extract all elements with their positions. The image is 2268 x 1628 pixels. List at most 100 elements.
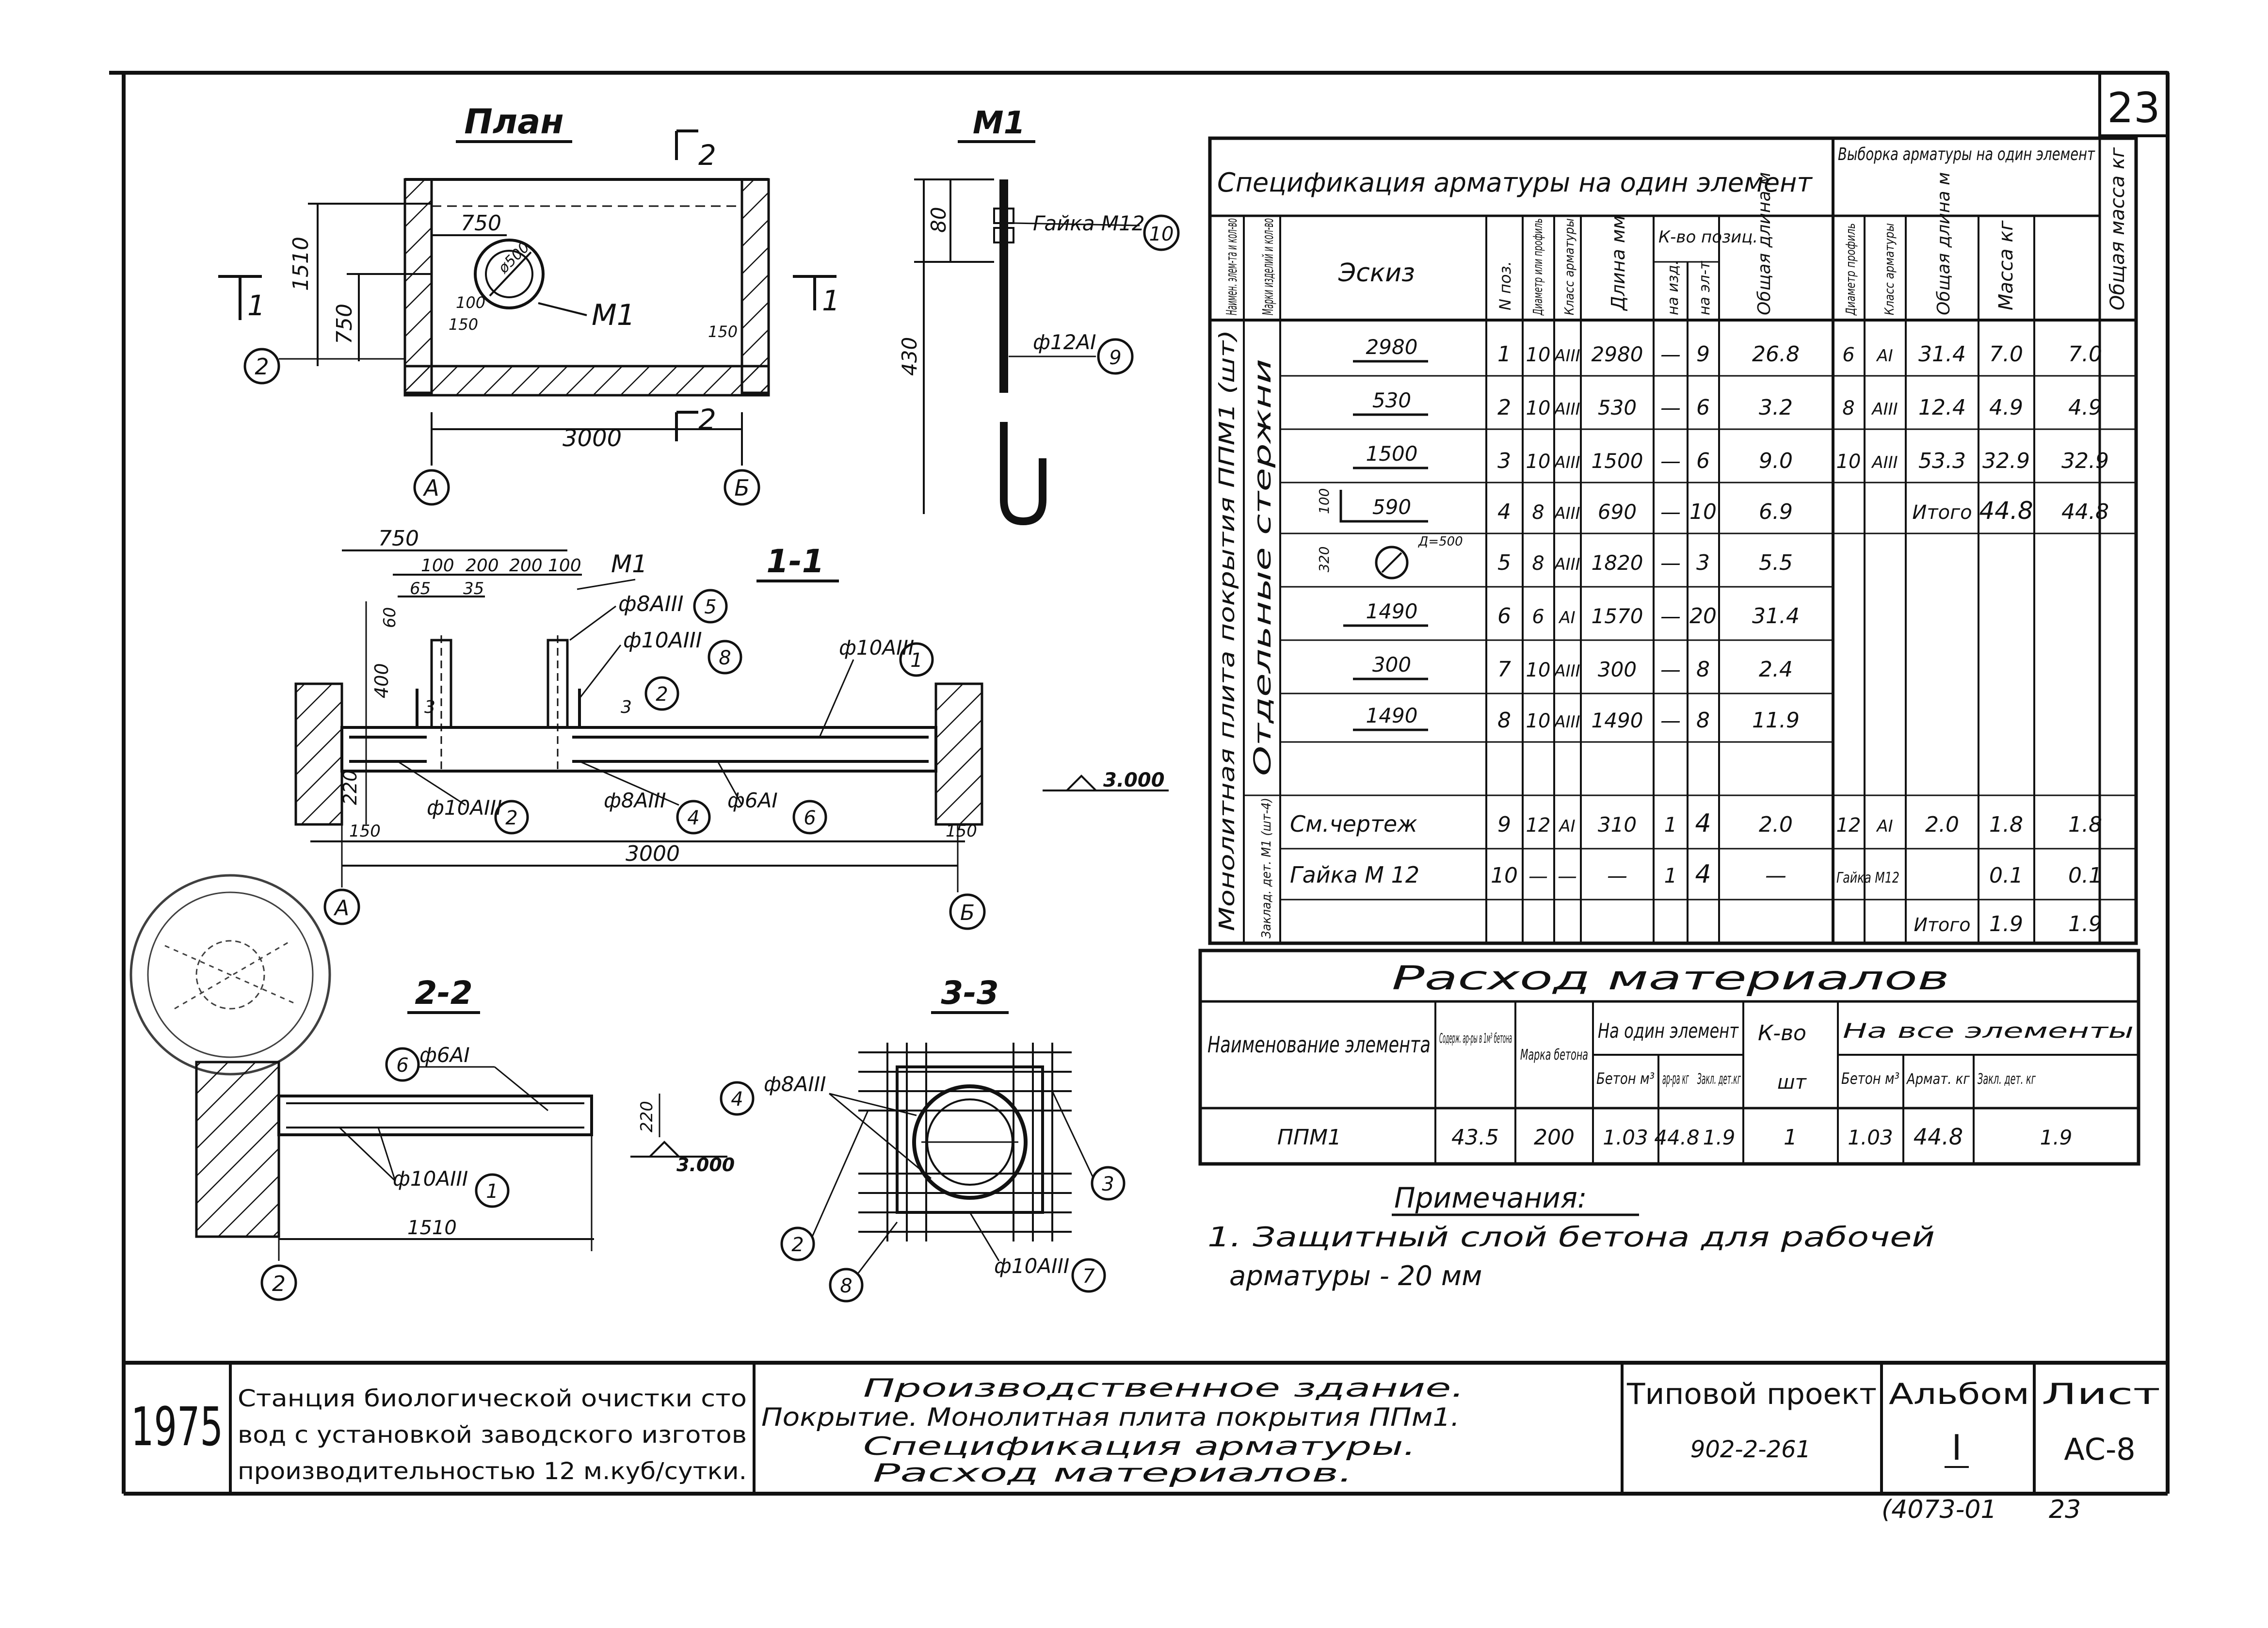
svg-text:750: 750 bbox=[461, 211, 501, 236]
spec-row: 1490 8 10 АIII 1490 — 8 11.9 bbox=[1366, 704, 1800, 733]
svg-text:60: 60 bbox=[380, 607, 400, 628]
svg-text:Бетон м³: Бетон м³ bbox=[1596, 1069, 1655, 1088]
svg-text:3.000: 3.000 bbox=[1103, 769, 1165, 791]
sample-row: 6 АI 31.4 7.0 7.0 bbox=[1842, 342, 2102, 367]
svg-text:Масса кг: Масса кг bbox=[1995, 220, 2017, 310]
svg-text:4: 4 bbox=[1497, 500, 1511, 524]
svg-text:М1: М1 bbox=[611, 550, 647, 578]
svg-text:2980: 2980 bbox=[1592, 342, 1643, 366]
section-2-2: 2-2 ф6АI 6 ф10АIII 1 220 3.000 1510 2 bbox=[195, 974, 735, 1301]
svg-text:3: 3 bbox=[424, 697, 435, 717]
svg-text:10: 10 bbox=[1491, 863, 1518, 888]
svg-text:300: 300 bbox=[1372, 653, 1411, 677]
spec-row: 530 2 10 АIII 530 — 6 3.2 bbox=[1372, 388, 1793, 420]
svg-text:—: — bbox=[1660, 396, 1681, 419]
svg-text:на эл-т: на эл-т bbox=[1696, 260, 1713, 315]
svg-text:Б: Б bbox=[734, 475, 750, 501]
plan-opening bbox=[474, 239, 545, 309]
svg-text:ф10АIII: ф10АIII bbox=[839, 636, 914, 660]
spec-table: Спецификация арматуры на один элемент Вы… bbox=[1208, 136, 2138, 945]
svg-text:6: 6 bbox=[1842, 344, 1854, 366]
svg-text:44.8: 44.8 bbox=[1979, 497, 2033, 525]
svg-text:530: 530 bbox=[1372, 388, 1411, 412]
section-11-wall-right bbox=[934, 682, 983, 826]
svg-text:Эскиз: Эскиз bbox=[1338, 258, 1415, 288]
svg-text:200: 200 bbox=[509, 556, 543, 576]
svg-text:К-во: К-во bbox=[1758, 1021, 1806, 1046]
svg-text:—: — bbox=[1607, 864, 1627, 887]
svg-text:1500: 1500 bbox=[1366, 442, 1418, 466]
svg-text:1.9: 1.9 bbox=[1703, 1126, 1736, 1149]
sample-row: 8 АIII 12.4 4.9 4.9 bbox=[1842, 395, 2102, 420]
section-11-slab bbox=[340, 726, 937, 773]
svg-text:150: 150 bbox=[449, 315, 478, 334]
svg-text:Итого: Итого bbox=[1914, 914, 1970, 935]
svg-text:АIII: АIII bbox=[1871, 400, 1898, 419]
section-22-wall bbox=[195, 1061, 280, 1238]
sample-row: 10 АIII 53.3 32.9 32.9 bbox=[1836, 449, 2109, 473]
svg-text:7.0: 7.0 bbox=[1989, 342, 2023, 367]
svg-text:АI: АI bbox=[1876, 346, 1893, 366]
svg-text:А: А bbox=[333, 896, 349, 920]
svg-text:32.9: 32.9 bbox=[1982, 449, 2030, 473]
svg-text:150: 150 bbox=[946, 822, 977, 841]
svg-text:1: 1 bbox=[1664, 864, 1677, 887]
svg-text:2.0: 2.0 bbox=[1759, 812, 1793, 837]
svg-text:шт: шт bbox=[1777, 1071, 1807, 1094]
svg-text:2.0: 2.0 bbox=[1925, 812, 1959, 837]
svg-text:7: 7 bbox=[1082, 1265, 1095, 1288]
svg-text:АIII: АIII bbox=[1553, 661, 1580, 681]
svg-text:1.9: 1.9 bbox=[1989, 912, 2023, 936]
sheet-frame: 23 bbox=[109, 71, 2170, 1496]
svg-text:1.8: 1.8 bbox=[1989, 812, 2023, 837]
svg-text:—: — bbox=[1660, 604, 1681, 628]
svg-text:6: 6 bbox=[396, 1054, 408, 1077]
svg-text:31.4: 31.4 bbox=[1918, 342, 1966, 367]
svg-text:АС-8: АС-8 bbox=[2064, 1432, 2136, 1467]
svg-text:1: 1 bbox=[822, 284, 840, 317]
svg-text:1510: 1510 bbox=[289, 237, 313, 291]
svg-text:3: 3 bbox=[1497, 449, 1511, 473]
svg-text:К-во позиц.: К-во позиц. bbox=[1658, 227, 1758, 247]
svg-text:ф8АIII: ф8АIII bbox=[618, 592, 684, 616]
svg-text:АI: АI bbox=[1558, 817, 1575, 836]
svg-text:—: — bbox=[1660, 551, 1681, 575]
svg-text:Содерж. ар-ры в 1м³ бетона: Содерж. ар-ры в 1м³ бетона bbox=[1439, 1030, 1512, 1046]
section-22-title: 2-2 bbox=[415, 974, 472, 1012]
svg-text:3: 3 bbox=[1102, 1173, 1114, 1195]
svg-text:220: 220 bbox=[339, 770, 361, 805]
svg-text:1.9: 1.9 bbox=[2068, 912, 2102, 936]
svg-text:1.9: 1.9 bbox=[2040, 1126, 2073, 1149]
svg-text:23: 23 bbox=[2049, 1495, 2081, 1524]
svg-text:1. Защитный слой бетона для ра: 1. Защитный слой бетона для рабочей bbox=[1207, 1222, 1935, 1253]
spec-vertical-group: Отдельные стержни bbox=[1249, 359, 1276, 776]
svg-text:2: 2 bbox=[656, 683, 668, 706]
svg-text:—: — bbox=[1660, 709, 1681, 732]
svg-text:530: 530 bbox=[1598, 396, 1637, 419]
svg-text:—: — bbox=[1558, 865, 1577, 887]
svg-text:ф12АI: ф12АI bbox=[1033, 330, 1096, 354]
svg-text:Марка бетона: Марка бетона bbox=[1520, 1047, 1588, 1064]
sample-zd-row: Гайка М12 0.1 0.1 bbox=[1836, 863, 2102, 888]
svg-text:3.2: 3.2 bbox=[1759, 395, 1793, 420]
svg-text:1500: 1500 bbox=[1592, 449, 1643, 473]
spec-row: 2980 1 10 АIII 2980 — 9 26.8 bbox=[1366, 335, 1800, 367]
svg-text:1820: 1820 bbox=[1592, 551, 1643, 575]
svg-text:7: 7 bbox=[1497, 657, 1511, 682]
svg-text:0.1: 0.1 bbox=[1989, 863, 2023, 888]
svg-text:1: 1 bbox=[910, 649, 922, 672]
svg-text:590: 590 bbox=[1372, 495, 1411, 519]
svg-text:80: 80 bbox=[927, 207, 950, 233]
svg-text:750: 750 bbox=[332, 304, 357, 344]
plan-wall-left bbox=[403, 178, 433, 394]
svg-text:АI: АI bbox=[1558, 608, 1575, 628]
svg-text:Класс арматуры: Класс арматуры bbox=[1882, 223, 1897, 315]
svg-text:2: 2 bbox=[505, 807, 517, 829]
svg-text:АIII: АIII bbox=[1553, 504, 1580, 523]
svg-text:Итого: Итого bbox=[1912, 501, 1972, 524]
svg-text:Армат. кг: Армат. кг bbox=[1906, 1071, 1970, 1088]
spec-row: 1490 6 6 АI 1570 — 20 31.4 bbox=[1366, 599, 1800, 629]
svg-text:2: 2 bbox=[791, 1234, 804, 1256]
svg-text:300: 300 bbox=[1598, 658, 1637, 681]
